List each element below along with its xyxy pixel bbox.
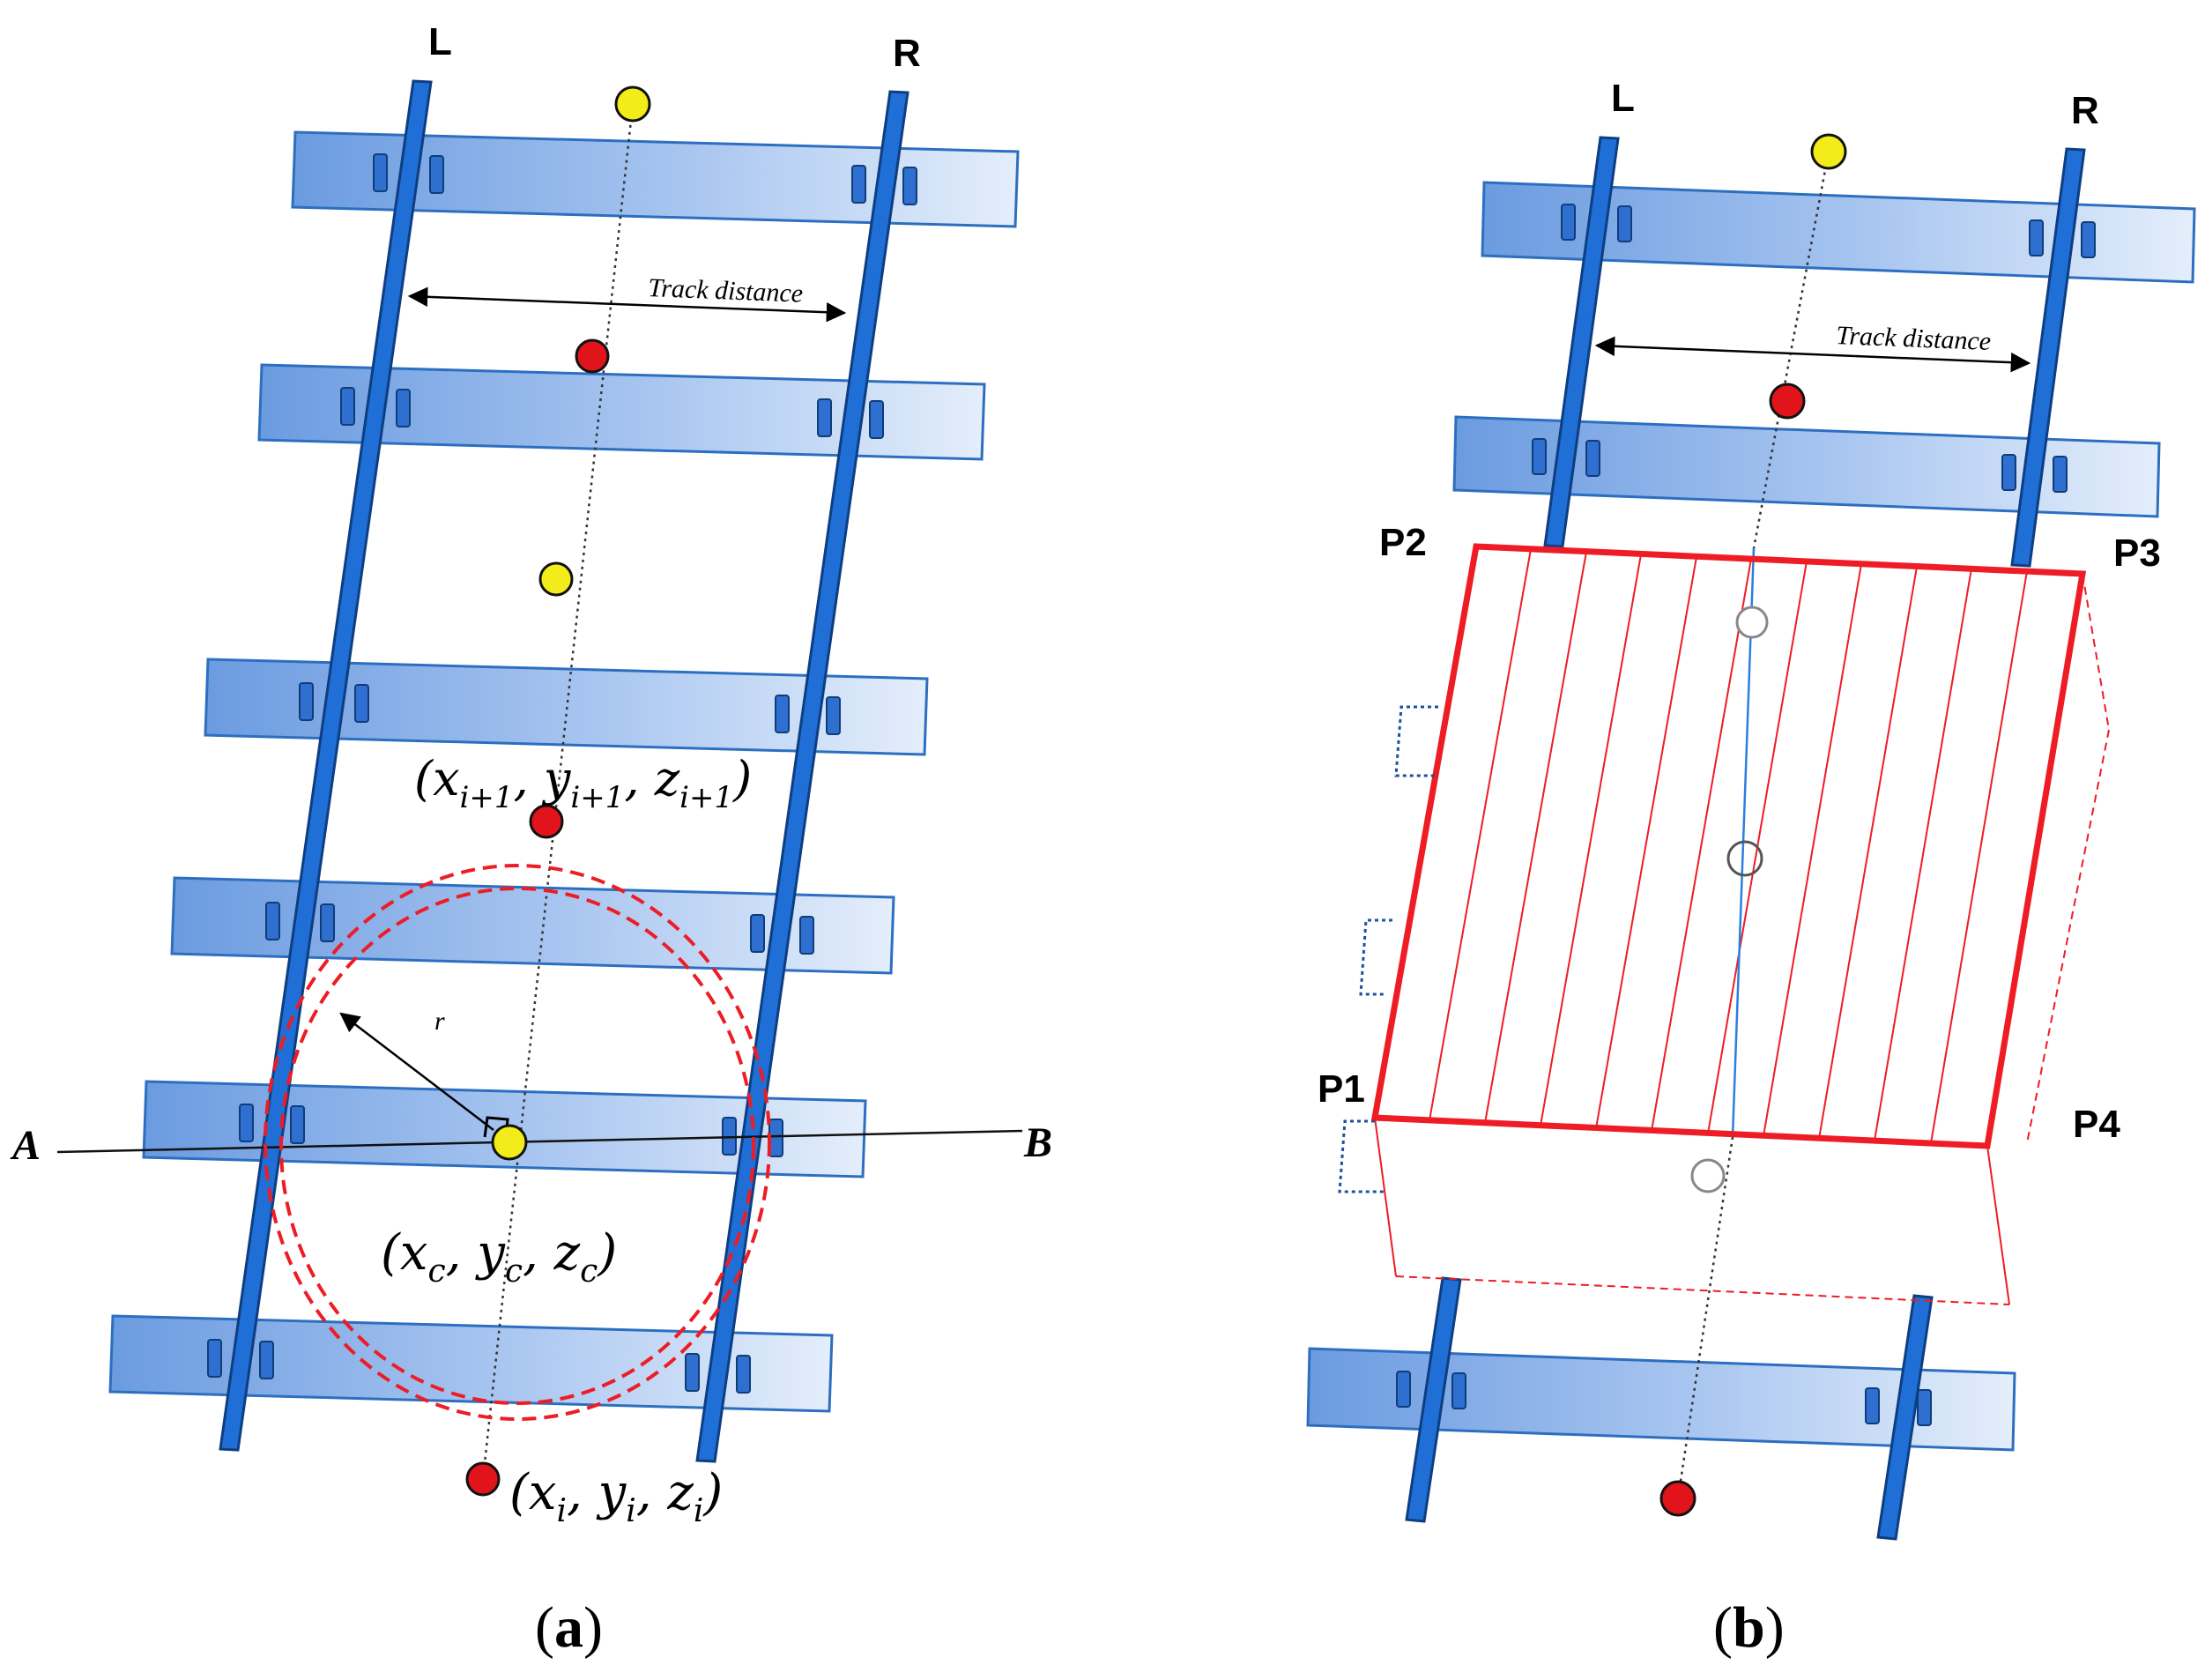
rail-clip	[869, 400, 884, 439]
rail-clip	[736, 1355, 751, 1394]
rail-right-top	[2010, 147, 2086, 568]
svg-text:(xi+1, yi+1, zi+1): (xi+1, yi+1, zi+1)	[414, 751, 752, 815]
rail-clip	[2081, 221, 2096, 258]
rail-clip	[299, 682, 314, 721]
red-point-current	[465, 1461, 501, 1497]
rail-clip	[239, 1104, 254, 1142]
rail-clip	[1451, 1372, 1466, 1409]
red-point	[575, 338, 610, 374]
region-outline	[1370, 543, 2087, 1149]
rail-right-label-b: R	[2071, 89, 2099, 132]
track-distance-label-b: Track distance	[1836, 321, 1992, 356]
coord-center-label: (xc, yc, zc)	[381, 1224, 617, 1290]
rail-clip	[207, 1339, 222, 1378]
line-ab	[56, 1129, 1023, 1154]
rail-left-label-b: L	[1611, 77, 1635, 120]
panel-a: Track distance r L R A B (xi+1, yi+1, zi…	[10, 20, 1052, 1660]
rail-clip	[902, 167, 917, 205]
rail-clip	[2029, 219, 2044, 256]
rail-left	[219, 79, 433, 1452]
rail-clip	[320, 903, 335, 942]
rail-clip	[2001, 454, 2016, 491]
corner-label-p2: P2	[1379, 521, 1427, 564]
corner-label-p1: P1	[1318, 1067, 1365, 1111]
sleeper	[170, 876, 895, 975]
sleeper	[1306, 1347, 2016, 1452]
rail-clip	[817, 398, 832, 437]
svg-text:(xi, yi, zi): (xi, yi, zi)	[509, 1464, 723, 1529]
rail-clip	[259, 1341, 274, 1379]
rail-clip	[2053, 456, 2068, 493]
rail-left-top	[1543, 136, 1620, 548]
rail-clip	[851, 165, 866, 204]
hatched-region	[1370, 543, 2087, 1149]
centerline-b-bottom	[1676, 1136, 1734, 1499]
rail-clip	[826, 696, 841, 735]
panel-b: Track distance	[1306, 77, 2196, 1660]
sleeper	[108, 1314, 834, 1413]
rail-clip	[1585, 440, 1600, 477]
hidden-clips	[1338, 705, 1438, 1193]
rail-clip	[799, 916, 814, 955]
rail-clip	[373, 153, 388, 192]
track-distance-label-a: Track distance	[648, 273, 804, 308]
search-circle-outer	[264, 864, 771, 1421]
coord-next-label: (xi+1, yi+1, zi+1)	[414, 751, 752, 815]
yellow-point-center	[491, 1124, 528, 1161]
rail-right	[695, 90, 909, 1463]
red-point	[1659, 1480, 1696, 1517]
rail-clip	[354, 684, 369, 723]
yellow-point	[538, 561, 574, 597]
hollow-point	[1726, 840, 1763, 877]
rail-right-label-a: R	[893, 32, 921, 75]
rail-clip	[1396, 1371, 1411, 1408]
point-a-label: A	[10, 1122, 41, 1169]
rail-clip	[1617, 205, 1632, 242]
rail-left-label-a: L	[428, 20, 452, 63]
sleeper	[1452, 415, 2161, 518]
point-b-label: B	[1023, 1119, 1052, 1166]
radius-label: r	[434, 1007, 445, 1036]
sleeper	[257, 363, 986, 461]
search-circle-inner	[279, 887, 755, 1405]
rail-clip	[768, 1119, 783, 1157]
track-distance-arrow-b	[1594, 336, 2031, 373]
rail-clips-a	[207, 153, 917, 1394]
red-point-next	[529, 804, 564, 839]
centerline-a	[481, 103, 635, 1480]
rail-clip	[1917, 1389, 1932, 1426]
corner-label-p4: P4	[2073, 1103, 2120, 1146]
radius-arrow	[339, 1012, 494, 1131]
rail-right-bottom	[1876, 1294, 1934, 1541]
hollow-point	[1690, 1158, 1726, 1193]
rail-clip	[429, 155, 444, 194]
sleeper	[1481, 181, 2196, 284]
rail-clip	[396, 389, 411, 427]
rail-clip	[1561, 204, 1576, 241]
rail-clip	[340, 387, 355, 426]
rail-clip	[265, 902, 280, 940]
rail-clip	[1865, 1387, 1880, 1424]
rail-clip	[1532, 438, 1547, 475]
coord-current-label: (xi, yi, zi)	[509, 1464, 723, 1529]
track-distance-arrow-a	[407, 286, 847, 323]
yellow-point	[1810, 133, 1847, 170]
rail-clip	[750, 914, 765, 953]
rail-clip	[685, 1353, 700, 1392]
region-box-projection	[1374, 573, 2110, 1305]
hollow-point	[1735, 606, 1769, 639]
yellow-point	[614, 85, 651, 123]
caption-b: (b)	[1713, 1595, 1785, 1660]
rail-clip	[775, 695, 790, 733]
rail-clip	[290, 1105, 305, 1144]
sleeper	[291, 130, 1020, 228]
svg-text:(xc, yc, zc): (xc, yc, zc)	[381, 1224, 617, 1290]
caption-a: (a)	[535, 1595, 603, 1660]
corner-label-p3: P3	[2113, 532, 2161, 575]
red-point	[1769, 383, 1806, 420]
